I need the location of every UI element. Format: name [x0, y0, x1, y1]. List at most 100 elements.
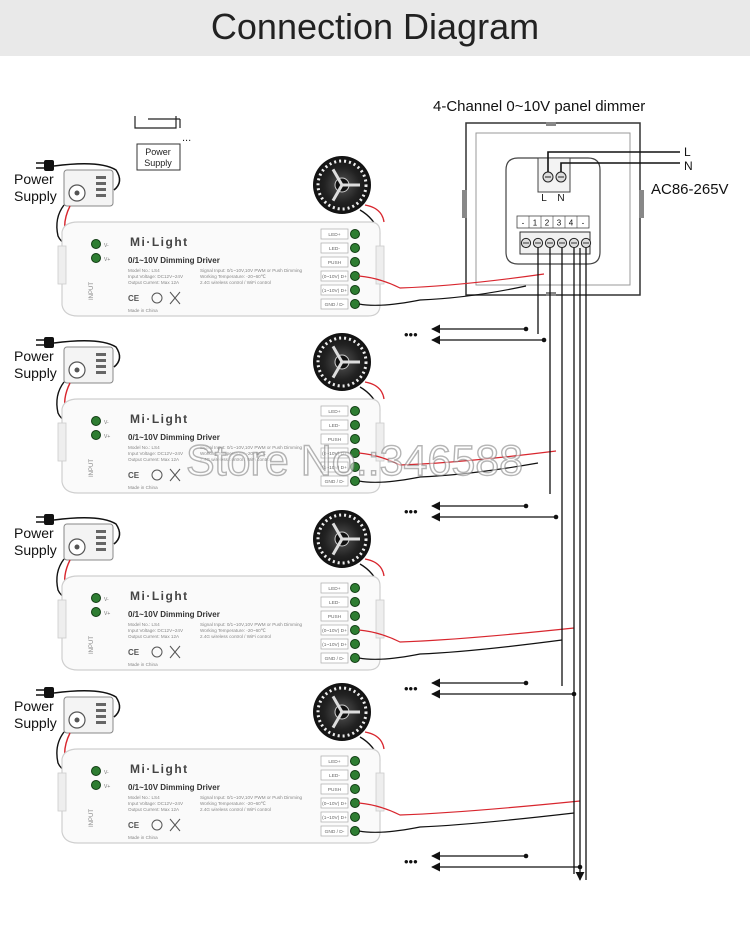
weee-icon — [169, 291, 181, 305]
junction-dot — [523, 853, 529, 859]
in-minus-label: V- — [104, 243, 109, 249]
terminal-label-box — [320, 242, 349, 254]
signal-wire-red — [358, 627, 575, 643]
legend-power-supply-box — [136, 143, 181, 171]
led-strip-reel-icon — [313, 510, 371, 568]
wire-n — [560, 162, 680, 172]
rohs-icon — [151, 819, 163, 831]
in-plus-label: V+ — [104, 434, 110, 440]
terminal-label: (0~10V) D+ — [322, 274, 347, 280]
junction-dot — [523, 326, 529, 332]
strip-label: - — [522, 219, 525, 228]
junction-dot — [553, 514, 559, 520]
terminal-label: GND / D- — [325, 829, 345, 835]
dimmer-clip-left — [462, 190, 467, 218]
dimmer-clip-bottom — [546, 292, 556, 296]
spec-left: Output Current: Max 12A — [128, 807, 180, 812]
ce-mark: CE — [128, 471, 140, 480]
output-terminal — [350, 597, 360, 607]
terminal-label-box — [320, 298, 349, 310]
spec-right: 2.4G wireless control / WiFi control — [200, 280, 271, 285]
spec-right: 2.4G wireless control / WiFi control — [200, 634, 271, 639]
terminal-label: PUSH — [328, 787, 342, 793]
signal-wire-black — [358, 285, 527, 306]
output-terminal — [350, 229, 360, 239]
output-terminal — [350, 299, 360, 309]
terminal-label-box — [320, 256, 349, 268]
spec-right: Signal Input: 0/1~10V,10V PWM or Push Di… — [200, 622, 303, 627]
output-terminal — [350, 784, 360, 794]
terminal-label-box — [320, 797, 349, 809]
terminal-label: LED- — [329, 773, 340, 779]
terminal-label-box — [320, 228, 349, 240]
spec-left: Input Voltage: DC12V~24V — [128, 451, 184, 456]
made-in-label: Made in China — [128, 662, 158, 667]
brand-label: Mi·Light — [130, 762, 189, 776]
terminal-label-box — [320, 447, 349, 459]
terminal-label-box — [320, 433, 349, 445]
spec-right: 2.4G wireless control / WiFi control — [200, 457, 271, 462]
strip-label: 3 — [557, 219, 562, 228]
terminal-label: LED+ — [328, 759, 340, 765]
strip-label: 2 — [545, 219, 550, 228]
power-label: Power — [14, 348, 54, 364]
output-terminal — [350, 271, 360, 281]
rohs-icon — [151, 469, 163, 481]
input-terminal-minus — [91, 593, 101, 603]
output-terminal — [350, 625, 360, 635]
supply-label: Supply — [14, 542, 57, 558]
output-terminal — [350, 826, 360, 836]
made-in-label: Made in China — [128, 835, 158, 840]
input-label: INPUT — [89, 809, 95, 827]
spec-right: Working Temperature: -20~60℃ — [200, 628, 267, 633]
junction-dot — [541, 337, 547, 343]
input-terminal-plus — [91, 430, 101, 440]
terminal-label: (1~10V) D+ — [322, 642, 347, 648]
output-terminal — [350, 653, 360, 663]
ellipsis: ••• — [404, 681, 418, 696]
spec-right: Working Temperature: -20~60℃ — [200, 451, 267, 456]
signal-wire-red — [358, 450, 557, 466]
spec-left: Output Current: Max 12A — [128, 457, 180, 462]
signal-wire-red — [358, 273, 545, 289]
output-terminal — [350, 639, 360, 649]
power-label: Power — [14, 698, 54, 714]
signal-wire-black — [358, 812, 575, 833]
spec-left: Input Voltage: DC12V~24V — [128, 274, 184, 279]
plug-icon — [44, 687, 54, 698]
dimmer-inner-frame — [475, 132, 631, 286]
spec-left: Output Current: Max 12A — [128, 280, 180, 285]
power-label: Power — [14, 171, 54, 187]
output-terminal — [350, 434, 360, 444]
junction-dot — [523, 503, 529, 509]
led-strip-reel-icon — [313, 333, 371, 391]
input-terminal-plus — [91, 780, 101, 790]
in-minus-label: V- — [104, 420, 109, 426]
terminal-label-box — [320, 405, 349, 417]
terminal-label: LED+ — [328, 232, 340, 238]
line-n-label: N — [684, 159, 693, 173]
spec-left: Input Voltage: DC12V~24V — [128, 801, 184, 806]
plug-icon — [44, 160, 54, 171]
weee-icon — [169, 818, 181, 832]
terminal-label: LED+ — [328, 586, 340, 592]
output-terminal — [350, 611, 360, 621]
terminal-label-box — [320, 461, 349, 473]
strip-label: 4 — [569, 219, 574, 228]
legend-ellipsis: ... — [182, 132, 191, 144]
ellipsis: ••• — [404, 504, 418, 519]
signal-wire-black — [358, 462, 539, 483]
terminal-label: (1~10V) D+ — [322, 465, 347, 471]
terminal-label-box — [320, 652, 349, 664]
terminal-label: LED- — [329, 246, 340, 252]
driver-title: 0/1~10V Dimming Driver — [128, 783, 220, 792]
spec-left: Output Current: Max 12A — [128, 634, 180, 639]
in-plus-label: V+ — [104, 611, 110, 617]
terminal-label-box — [320, 825, 349, 837]
output-terminal — [350, 420, 360, 430]
terminal-label: LED- — [329, 600, 340, 606]
strip-label: 1 — [533, 219, 538, 228]
terminal-label-box — [320, 596, 349, 608]
output-terminal — [350, 583, 360, 593]
